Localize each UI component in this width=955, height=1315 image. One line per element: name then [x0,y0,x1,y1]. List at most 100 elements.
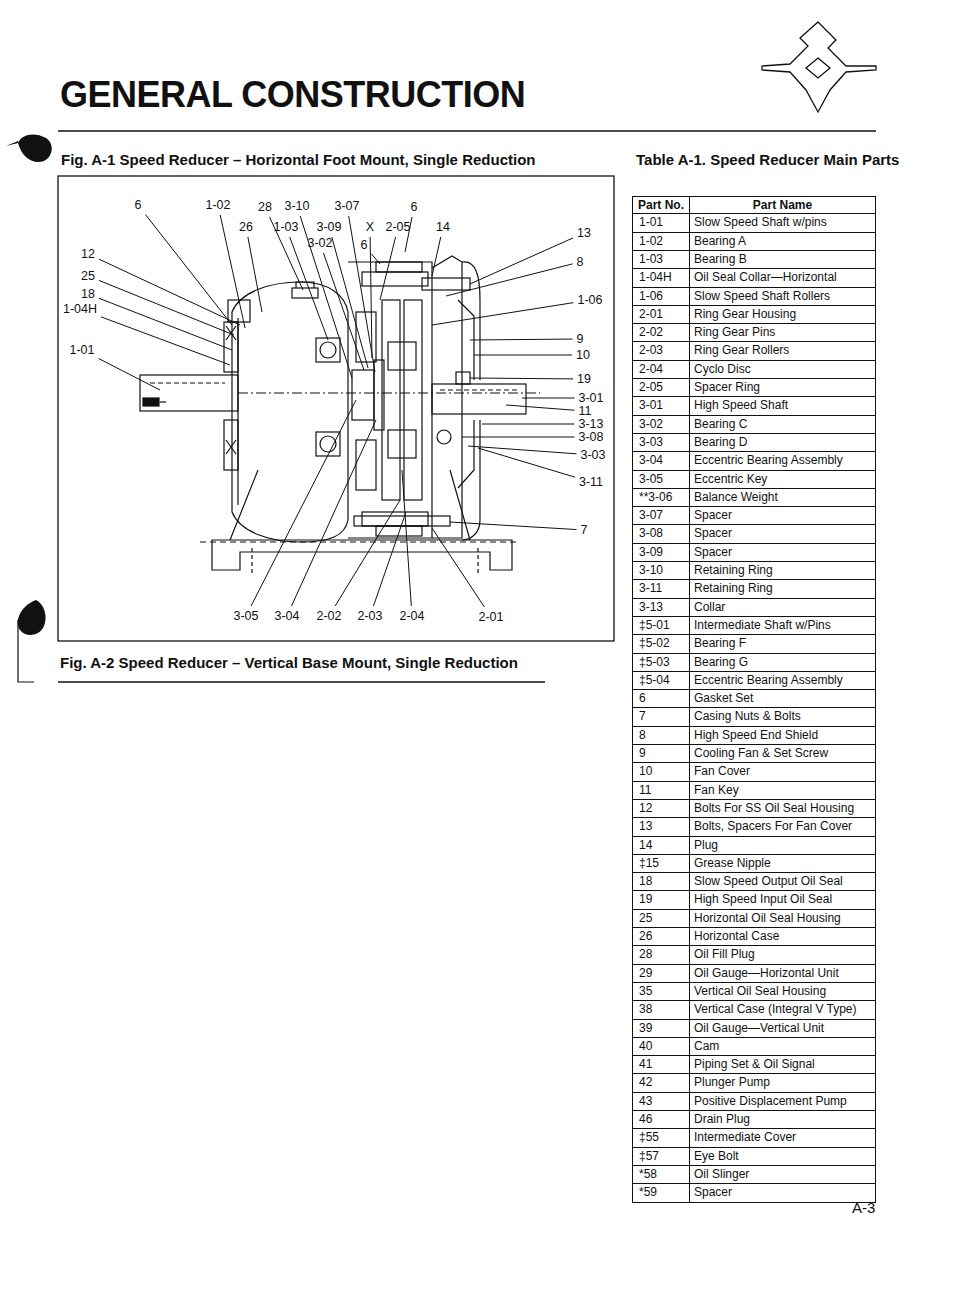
table-cell: 25 [632,909,690,928]
table-cell: Drain Plug [689,1110,876,1129]
leader-line [462,437,574,438]
table-cell: Oil Gauge—Vertical Unit [689,1019,876,1038]
leader-line [380,237,396,300]
table-cell: 3-10 [632,561,690,580]
table-cell: Oil Seal Collar—Horizontal [689,268,876,288]
callout-number: 2-03 [356,609,383,623]
figure-caption: Fig. A-2 Speed Reducer – Vertical Base M… [60,654,518,671]
figure-frame [58,176,614,641]
callout-number: 6 [360,238,369,252]
table-cell: 7 [632,707,690,727]
leader-line [99,298,232,350]
table-cell: Oil Gauge—Horizontal Unit [689,964,876,983]
table-cell: 26 [632,927,690,946]
table-cell: Retaining Ring [689,579,876,599]
table-cell: Oil Fill Plug [689,945,876,965]
callout-number: 3-01 [577,391,604,405]
callout-number: 25 [80,269,96,283]
callout-number: 3-13 [577,417,604,431]
table-cell: 1-03 [632,250,690,269]
table-cell: Casing Nuts & Bolts [689,707,876,727]
table-cell: Bearing G [689,653,876,672]
leader-line [101,317,230,365]
table-cell: Intermediate Cover [689,1128,876,1148]
callout-number: 2-05 [384,220,411,234]
table-cell: 3-11 [632,579,690,599]
leader-line [482,424,574,425]
table-cell: 9 [632,744,690,763]
table-cell: ‡5-03 [632,653,690,672]
table-cell: 2-03 [632,341,690,361]
bullet-mark [6,135,52,163]
table-cell: 43 [632,1092,690,1111]
table-cell: Cyclo Disc [689,360,876,379]
bullet-mark [18,600,46,635]
callout-number: 3-02 [306,236,333,250]
table-cell: 40 [632,1037,690,1056]
table-cell: 46 [632,1110,690,1129]
table-cell: ‡5-04 [632,671,690,690]
callout-number: 19 [576,372,592,386]
table-cell: 3-07 [632,506,690,525]
table-cell: Spacer [689,543,876,562]
callout-number: 1-03 [272,220,299,234]
leader-line [323,253,364,370]
table-cell: Spacer Ring [689,378,876,397]
table-cell: 3-01 [632,396,690,416]
callout-number: 3-07 [333,199,360,213]
leader-line [248,237,262,312]
table-cell: Eccentric Bearing Assembly [689,451,876,471]
table-cell: 6 [632,689,690,708]
table-cell: Vertical Case (Integral V Type) [689,1000,876,1020]
table-cell: Gasket Set [689,689,876,708]
callout-number: 3-03 [579,448,606,462]
table-cell: 11 [632,781,690,800]
table-cell: Bearing D [689,433,876,452]
table-cell: Eccentric Bearing Assembly [689,671,876,690]
table-cell: Ring Gear Pins [689,323,876,342]
callout-number: 12 [80,247,96,261]
table-cell: 42 [632,1073,690,1093]
table-cell: 1-04H [632,268,690,288]
table-cell: 28 [632,945,690,965]
leader-line [474,355,572,356]
table-title: Table A-1. Speed Reducer Main Parts [636,151,934,169]
table-cell: 13 [632,817,690,837]
leader-line [432,303,573,325]
callout-number: 1-02 [204,198,231,212]
leader-line [335,500,400,606]
callout-number: 7 [580,523,589,537]
table-cell: 2-01 [632,305,690,324]
table-header: Part Name [689,196,876,214]
table-cell: **3-06 [632,488,690,507]
leader-line [506,405,575,410]
leader-line [292,420,376,606]
leader-line [402,470,411,606]
table-cell: 39 [632,1019,690,1038]
table-cell: Fan Key [689,781,876,800]
callout-number: 2-04 [398,609,425,623]
table-cell: 41 [632,1055,690,1074]
page-title: GENERAL CONSTRUCTION [60,74,525,116]
leader-line [450,522,577,530]
callout-number: 3-08 [577,430,604,444]
table-cell: Ring Gear Housing [689,305,876,324]
callout-number: 3-05 [232,609,259,623]
table-cell: 1-01 [632,213,690,233]
table-cell: *59 [632,1183,690,1203]
table-cell: High Speed Shaft [689,396,876,416]
callout-number: 18 [80,287,96,301]
reducer-cross-section [140,256,540,575]
table-cell: Bolts For SS Oil Seal Housing [689,799,876,818]
table-cell: 19 [632,890,690,910]
table-cell: 35 [632,982,690,1001]
table-cell: Spacer [689,506,876,525]
leader-line [99,280,234,335]
leader-line [349,216,375,372]
leader-line [145,215,232,325]
table-cell: Eye Bolt [689,1147,876,1166]
table-cell: Bearing C [689,415,876,434]
table-cell: 1-02 [632,232,690,251]
leader-line [251,400,356,606]
table-cell: Plug [689,836,876,855]
